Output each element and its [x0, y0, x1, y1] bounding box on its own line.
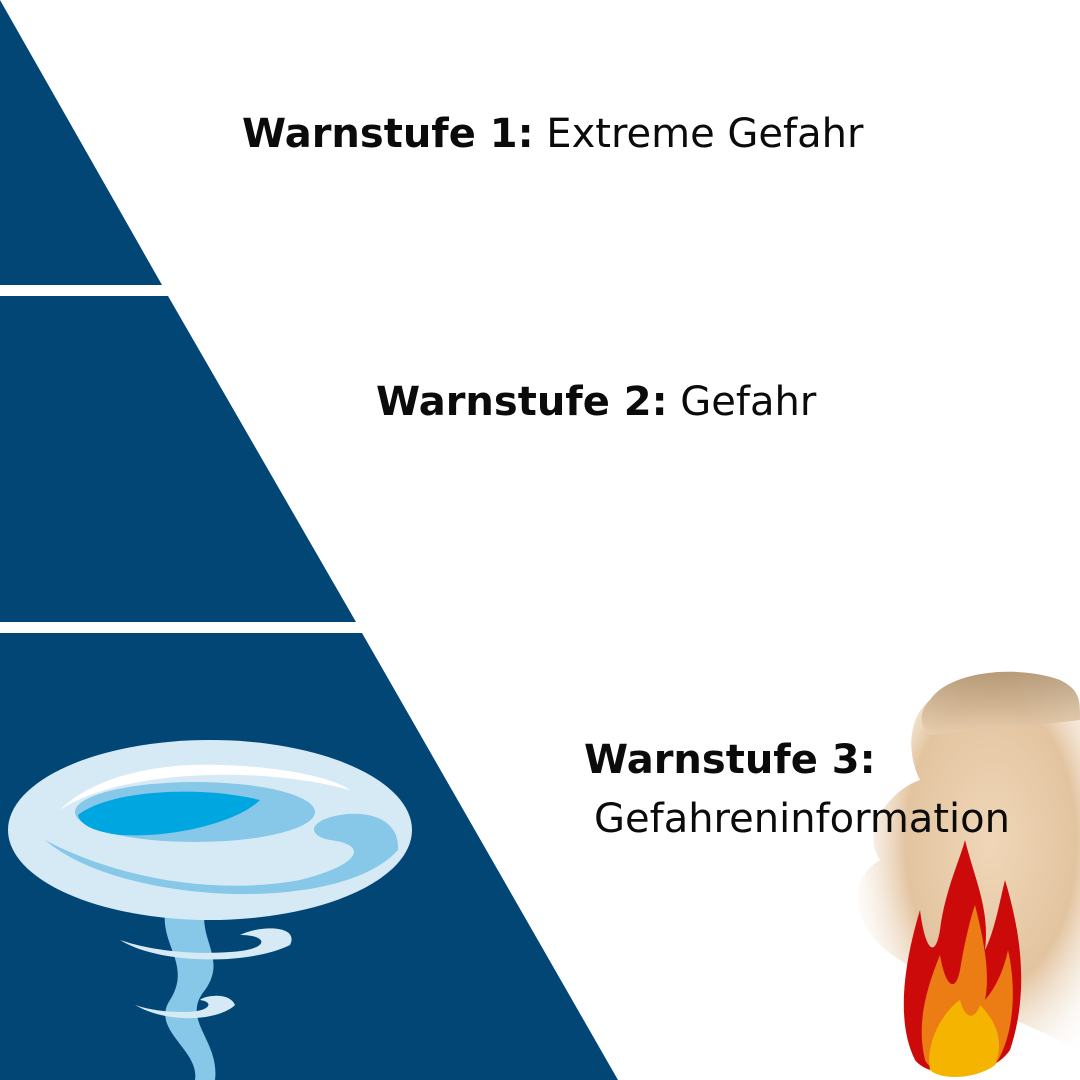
warning-level-2-title: Warnstufe 2: — [376, 379, 668, 425]
tornado-icon — [8, 740, 412, 1080]
warning-level-3-title-text: Warnstufe 3: — [584, 737, 876, 783]
warning-level-1-label: Warnstufe 1: Extreme Gefahr — [242, 110, 863, 158]
warning-level-3-description: Gefahreninformation — [594, 796, 1010, 842]
warning-level-1-title: Warnstufe 1: — [242, 111, 534, 157]
warning-level-3-title: Warnstufe 3: — [584, 736, 876, 784]
warning-level-1-description: Extreme Gefahr — [533, 111, 864, 157]
warning-level-2-label: Warnstufe 2: Gefahr — [376, 378, 816, 426]
pyramid-tier-1 — [0, 0, 162, 285]
pyramid-tier-2 — [0, 296, 356, 622]
warning-level-2-description: Gefahr — [667, 379, 817, 425]
smoke-and-fire-icon — [857, 671, 1080, 1077]
